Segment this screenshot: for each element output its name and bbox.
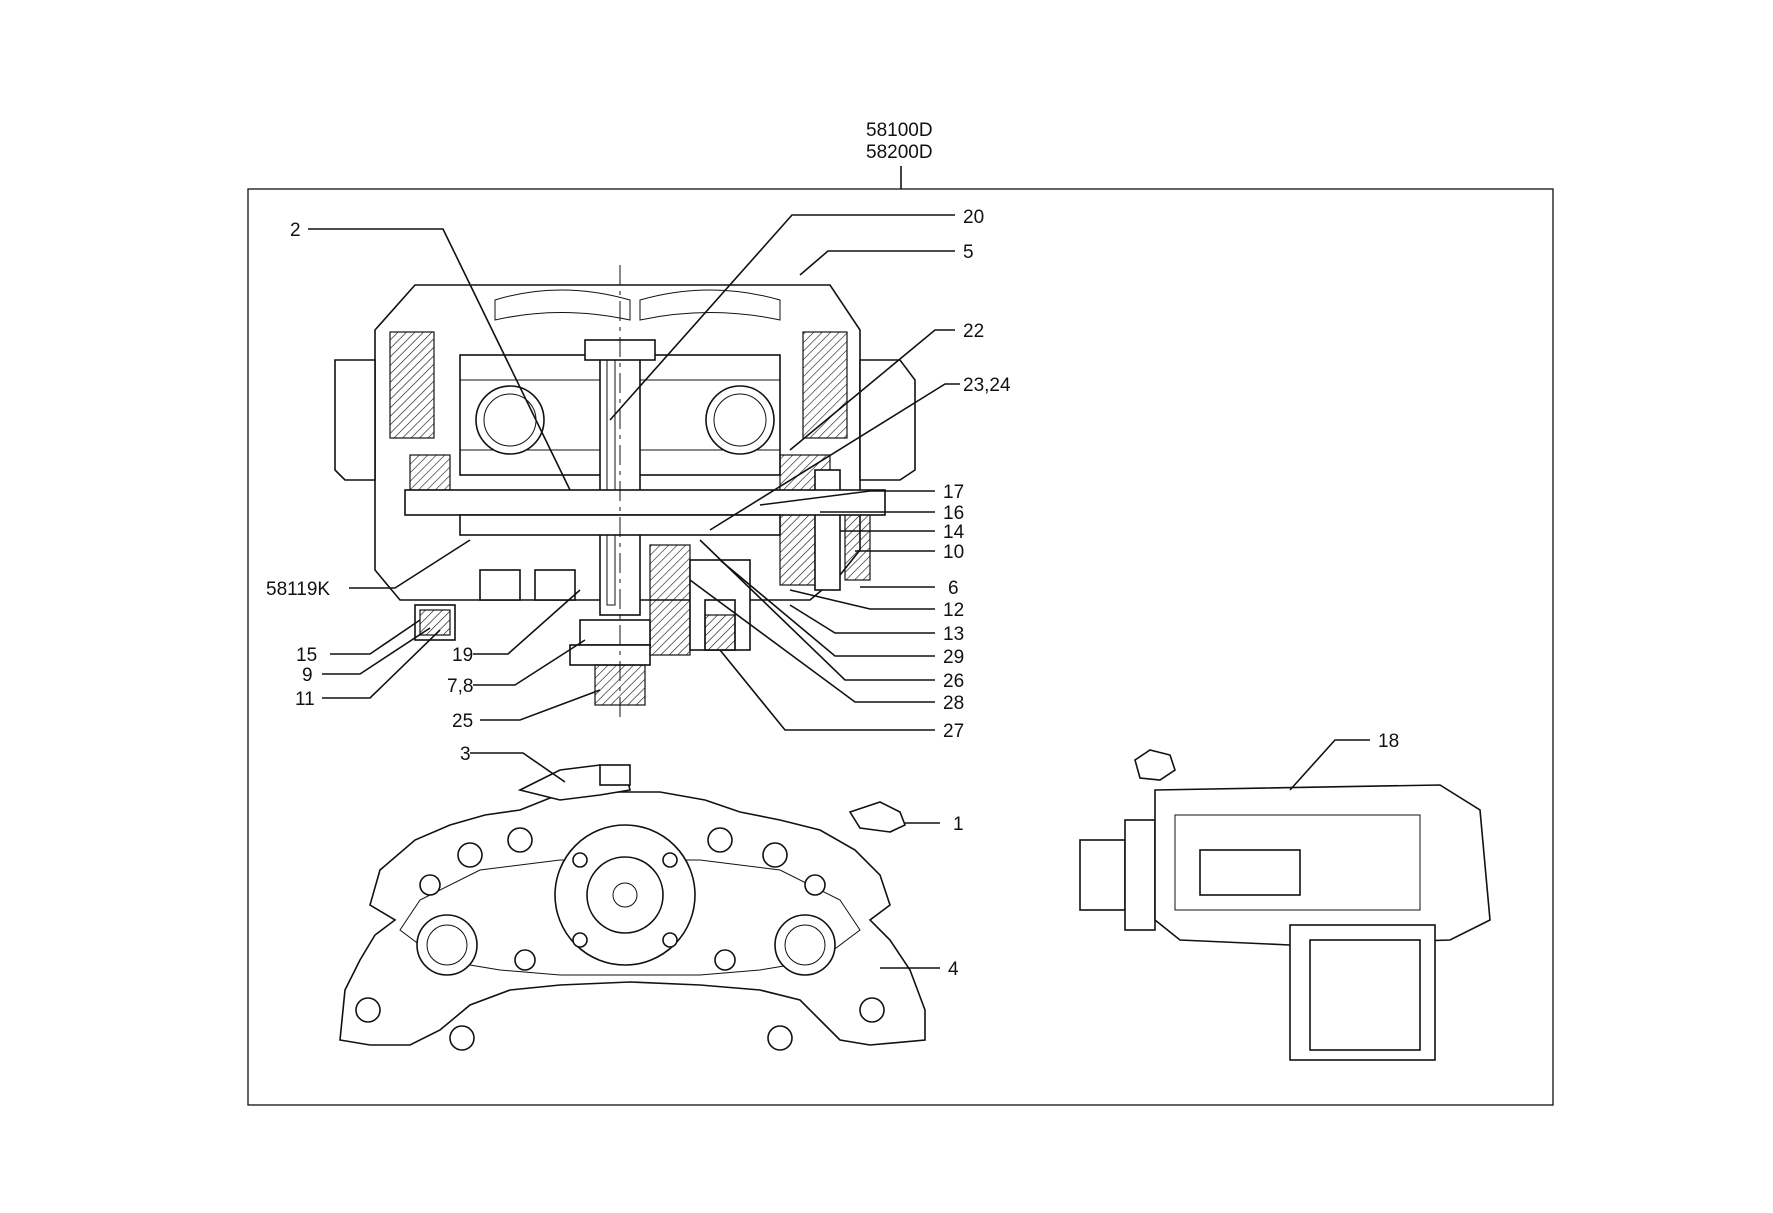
callout-12: 12 bbox=[943, 600, 964, 621]
callout-1: 1 bbox=[953, 814, 964, 835]
callout-26: 26 bbox=[943, 671, 964, 692]
caliper-front-view bbox=[339, 764, 926, 1051]
callout-25: 25 bbox=[452, 711, 473, 732]
callout-7-8: 7,8 bbox=[447, 676, 473, 697]
callout-19: 19 bbox=[452, 645, 473, 666]
caliper-side-view bbox=[1079, 749, 1491, 1061]
callout-27: 27 bbox=[943, 721, 964, 742]
callout-11: 11 bbox=[295, 689, 315, 710]
callout-23-24: 23,24 bbox=[963, 375, 1011, 396]
callout-10: 10 bbox=[943, 542, 964, 563]
callout-20: 20 bbox=[963, 207, 984, 228]
callout-28: 28 bbox=[943, 693, 964, 714]
callout-4: 4 bbox=[948, 959, 959, 980]
callout-labels: 2 20 5 22 23,24 17 16 14 10 6 12 13 29 2… bbox=[266, 207, 1399, 980]
callout-17: 17 bbox=[943, 482, 964, 503]
callout-18: 18 bbox=[1378, 731, 1399, 752]
assembly-code-2: 58200D bbox=[866, 142, 933, 163]
callout-6: 6 bbox=[948, 578, 959, 599]
callout-22: 22 bbox=[963, 321, 984, 342]
leader-lines bbox=[308, 214, 1370, 969]
callout-9: 9 bbox=[302, 665, 313, 686]
callout-3: 3 bbox=[460, 744, 471, 765]
assembly-code-1: 58100D bbox=[866, 120, 933, 141]
callout-29: 29 bbox=[943, 647, 964, 668]
callout-58119K: 58119K bbox=[266, 579, 330, 600]
caliper-section-view bbox=[334, 265, 916, 720]
callout-16: 16 bbox=[943, 503, 964, 524]
callout-2: 2 bbox=[290, 220, 301, 241]
diagram-frame bbox=[247, 188, 1554, 1106]
callout-13: 13 bbox=[943, 624, 964, 645]
callout-14: 14 bbox=[943, 522, 965, 543]
callout-15: 15 bbox=[296, 645, 317, 666]
callout-5: 5 bbox=[963, 242, 974, 263]
